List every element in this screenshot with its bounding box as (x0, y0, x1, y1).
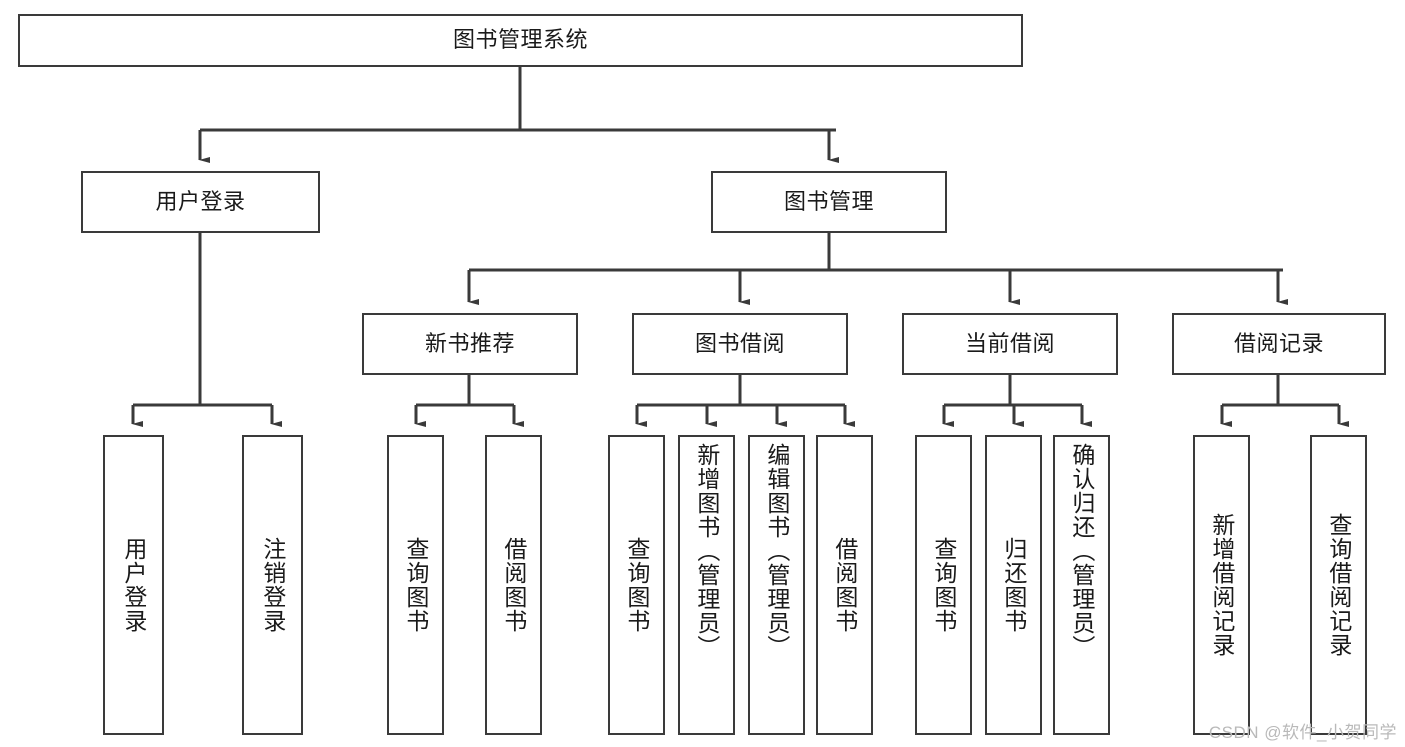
node-leaf-confirm-return-admin[interactable]: 确认归还（管理员） (1053, 435, 1110, 735)
node-leaf-add-borrow-record[interactable]: 新增借阅记录 (1193, 435, 1250, 735)
node-user-login[interactable]: 用户登录 (81, 171, 320, 233)
node-leaf-user-login[interactable]: 用户登录 (103, 435, 164, 735)
node-leaf-borrow-book-1[interactable]: 借阅图书 (485, 435, 542, 735)
node-leaf-borrow-book-1-label: 借阅图书 (500, 537, 527, 633)
node-book-borrow[interactable]: 图书借阅 (632, 313, 848, 375)
node-leaf-query-book-1[interactable]: 查询图书 (387, 435, 444, 735)
node-borrow-record-label: 借阅记录 (1233, 330, 1324, 356)
node-leaf-user-logout-label: 注销登录 (259, 537, 286, 633)
node-leaf-add-borrow-record-label: 新增借阅记录 (1208, 513, 1235, 657)
node-current-borrow-label: 当前借阅 (964, 330, 1055, 356)
node-leaf-borrow-book-2-label: 借阅图书 (831, 537, 858, 633)
node-book-borrow-label: 图书借阅 (694, 330, 785, 356)
node-leaf-user-logout[interactable]: 注销登录 (242, 435, 303, 735)
node-leaf-add-book-admin-label: 新增图书（管理员） (693, 443, 720, 659)
watermark: CSDN @软件_小贺同学 (1208, 723, 1397, 742)
node-current-borrow[interactable]: 当前借阅 (902, 313, 1118, 375)
node-leaf-confirm-return-admin-label: 确认归还（管理员） (1068, 443, 1095, 659)
node-root[interactable]: 图书管理系统 (18, 14, 1023, 67)
node-leaf-edit-book-admin-label: 编辑图书（管理员） (763, 443, 790, 659)
node-borrow-record[interactable]: 借阅记录 (1172, 313, 1386, 375)
node-root-label: 图书管理系统 (452, 27, 588, 53)
node-leaf-user-login-label: 用户登录 (120, 537, 147, 633)
node-leaf-borrow-book-2[interactable]: 借阅图书 (816, 435, 873, 735)
node-leaf-query-book-3-label: 查询图书 (930, 537, 957, 633)
node-leaf-query-borrow-record-label: 查询借阅记录 (1325, 513, 1352, 657)
node-new-book-recommend-label: 新书推荐 (424, 330, 515, 356)
node-new-book-recommend[interactable]: 新书推荐 (362, 313, 578, 375)
node-user-login-label: 用户登录 (155, 188, 246, 214)
node-leaf-return-book-label: 归还图书 (1000, 537, 1027, 633)
node-leaf-edit-book-admin[interactable]: 编辑图书（管理员） (748, 435, 805, 735)
node-leaf-return-book[interactable]: 归还图书 (985, 435, 1042, 735)
node-book-management-label: 图书管理 (783, 188, 874, 214)
node-leaf-query-book-2-label: 查询图书 (623, 537, 650, 633)
node-book-management[interactable]: 图书管理 (711, 171, 947, 233)
node-leaf-query-book-3[interactable]: 查询图书 (915, 435, 972, 735)
node-leaf-query-book-1-label: 查询图书 (402, 537, 429, 633)
node-leaf-query-book-2[interactable]: 查询图书 (608, 435, 665, 735)
node-leaf-add-book-admin[interactable]: 新增图书（管理员） (678, 435, 735, 735)
node-leaf-query-borrow-record[interactable]: 查询借阅记录 (1310, 435, 1367, 735)
